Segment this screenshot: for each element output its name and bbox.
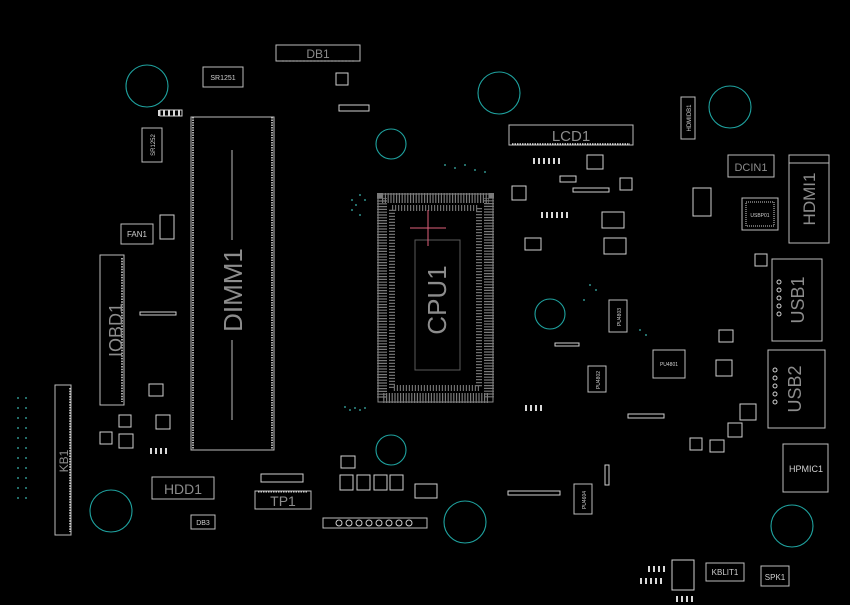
hpmic1-label: HPMIC1: [789, 464, 823, 474]
kb1-label: KB1: [57, 449, 71, 472]
cpu1-socket: CPU1: [377, 193, 494, 403]
db3-label: DB3: [196, 520, 210, 527]
hdmi1-label: HDMI1: [800, 173, 819, 226]
kblit1-connector: KBLIT1: [705, 562, 745, 582]
db3-connector: DB3: [190, 514, 216, 530]
sr1252-label: SR1252: [151, 133, 157, 155]
sr1251-label: SR1251: [210, 75, 235, 82]
kb-test-dots: [17, 397, 27, 499]
mounting-hole: [534, 298, 566, 330]
usb2-port: USB2: [767, 349, 826, 429]
bottom-connector: [322, 517, 428, 529]
fan1-connector: FAN1: [120, 223, 154, 245]
db1-label: DB1: [306, 47, 330, 61]
hdmi1-connector: HDMI1: [788, 154, 830, 244]
pu4801-label: PU4801: [660, 362, 678, 368]
mounting-hole: [375, 434, 407, 466]
cpu1-label: CPU1: [422, 265, 452, 334]
kblit1-label: KBLIT1: [712, 568, 739, 577]
sr1251-component: SR1251: [202, 66, 244, 88]
dimm1-slot: DIMM1: [190, 116, 275, 451]
spk1-label: SPK1: [765, 573, 786, 582]
lcd1-label: LCD1: [552, 128, 590, 145]
usb1-port: USB1: [771, 258, 823, 342]
spk1-connector: SPK1: [760, 565, 790, 587]
hdd1-connector: HDD1: [151, 476, 215, 500]
sr1252-component: SR1252: [141, 127, 163, 163]
iobd1-label: IOBD1: [106, 303, 126, 357]
mounting-hole: [770, 504, 814, 548]
small-components: [99, 72, 768, 591]
pu4604-chip: PU4604: [573, 483, 593, 515]
tp1-label: TP1: [270, 493, 296, 509]
usb2-label: USB2: [785, 365, 805, 412]
hdmidb1-label: HDMIDB1: [687, 104, 693, 132]
hdd1-label: HDD1: [164, 481, 202, 497]
mounting-hole: [443, 500, 487, 544]
mounting-hole: [375, 128, 407, 160]
dcin1-connector: DCIN1: [727, 154, 775, 178]
db1-connector: DB1: [275, 44, 361, 62]
usbp01-label: USBP01: [750, 213, 769, 219]
small-pads: [150, 110, 693, 602]
usbp01-chip: USBP01: [741, 197, 779, 231]
pu4802-label: PU4802: [596, 371, 602, 389]
pu4803-label: PU4803: [617, 308, 623, 326]
pu4604-label: PU4604: [582, 491, 588, 509]
hdmidb1-connector: HDMIDB1: [680, 96, 696, 140]
pu4802-chip: PU4802: [587, 365, 607, 393]
fan1-label: FAN1: [127, 230, 148, 239]
mounting-hole: [89, 489, 133, 533]
via-dots: [344, 164, 647, 411]
pu4803-chip: PU4803: [608, 299, 628, 333]
dimm1-label: DIMM1: [218, 248, 248, 332]
hpmic1-jack: HPMIC1: [782, 443, 829, 493]
mounting-hole: [477, 71, 521, 115]
lcd1-connector: LCD1: [508, 124, 634, 146]
tp1-connector: TP1: [254, 490, 312, 510]
mounting-holes: [89, 64, 814, 548]
mounting-hole: [125, 64, 169, 108]
pu4801-chip: PU4801: [652, 349, 686, 379]
kb1-connector: KB1: [54, 384, 72, 536]
mounting-hole: [708, 85, 752, 129]
usb1-label: USB1: [788, 276, 808, 323]
dcin1-label: DCIN1: [734, 162, 767, 174]
iobd1-connector: IOBD1: [99, 254, 126, 406]
